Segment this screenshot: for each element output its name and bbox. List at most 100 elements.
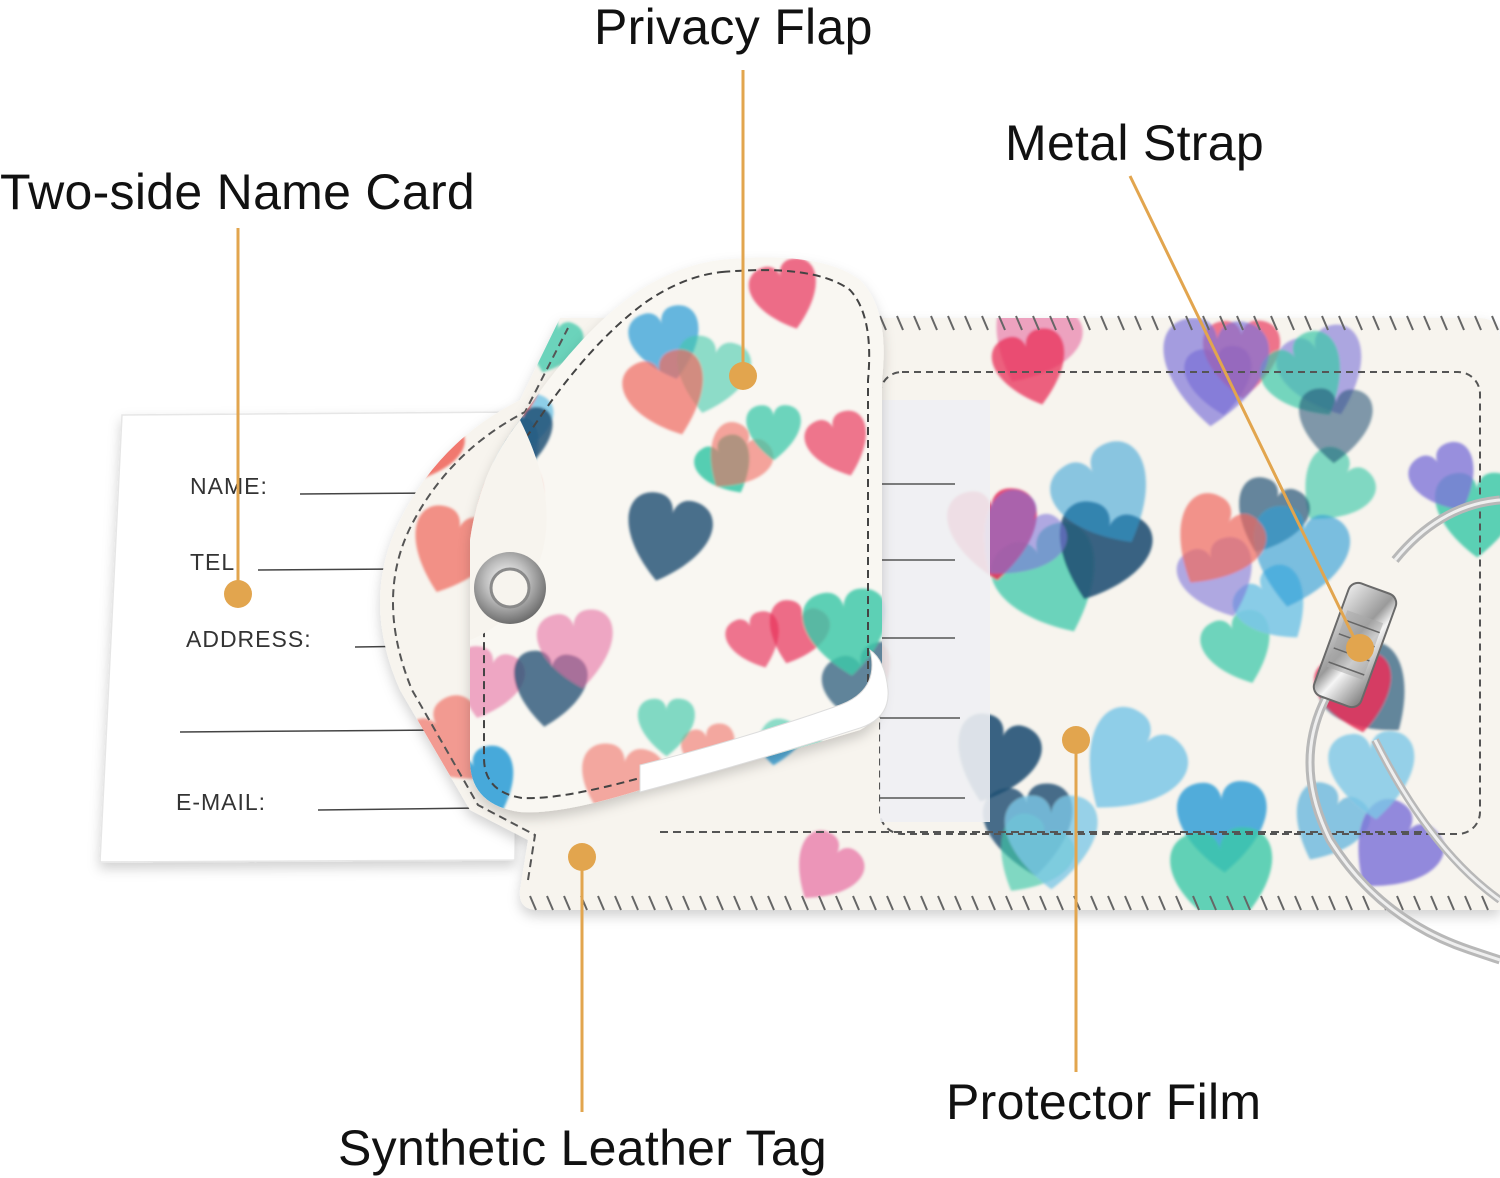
- stitch-mark: [1321, 315, 1329, 331]
- heart-shape: [748, 258, 816, 329]
- stitch-mark: [1219, 315, 1227, 331]
- stitch-mark: [1287, 315, 1295, 331]
- stitch-mark: [1362, 895, 1370, 911]
- stitch-mark: [716, 895, 724, 911]
- heart-shape: [516, 257, 598, 295]
- stitch-mark: [733, 895, 741, 911]
- heart-shape: [1050, 441, 1146, 542]
- stitch-mark: [869, 895, 877, 911]
- stitch-mark: [896, 315, 904, 331]
- stitch-mark: [988, 895, 996, 911]
- stitch-mark: [750, 895, 758, 911]
- callout-leaders: [224, 70, 1374, 1112]
- stitch-mark: [1209, 895, 1217, 911]
- heart-shape: [991, 328, 1065, 405]
- stitch-mark: [1413, 895, 1421, 911]
- stitch-mark: [1481, 895, 1489, 911]
- heart-shape: [536, 609, 613, 689]
- heart-shape: [1200, 610, 1270, 683]
- stitch-mark: [1236, 315, 1244, 331]
- heart-shape: [711, 421, 774, 487]
- dot-leather-tag: [568, 843, 596, 871]
- stitch-mark: [1338, 315, 1346, 331]
- stitch-mark: [1124, 895, 1132, 911]
- stitch-mark: [835, 895, 843, 911]
- stitch-mark: [1253, 315, 1261, 331]
- stitch-mark: [1005, 895, 1013, 911]
- stitch-mark: [1389, 315, 1397, 331]
- grommet: [474, 552, 546, 624]
- stitch-mark: [1243, 895, 1251, 911]
- stitch-mark: [1457, 315, 1465, 331]
- stitch-mark: [648, 895, 656, 911]
- stitch-mark: [1039, 895, 1047, 911]
- stitch-mark: [1100, 315, 1108, 331]
- stitch-mark: [1185, 315, 1193, 331]
- stitch-mark: [879, 315, 887, 331]
- stitch-mark: [920, 895, 928, 911]
- stitch-mark: [1090, 895, 1098, 911]
- heart-shape: [1408, 441, 1474, 511]
- stitch-mark: [1134, 315, 1142, 331]
- heart-shape: [1358, 798, 1444, 886]
- dot-privacy-flap: [729, 362, 757, 390]
- field-label-address: ADDRESS:: [186, 626, 312, 652]
- leader-metal-strap: [1128, 175, 1360, 647]
- stitch-mark: [1491, 315, 1499, 331]
- stitch-mark: [1107, 895, 1115, 911]
- heart-shape: [502, 257, 582, 303]
- stitch-mark: [1355, 315, 1363, 331]
- stitch-mark: [1304, 315, 1312, 331]
- heart-shape: [638, 698, 695, 757]
- callout-privacy-flap: Privacy Flap: [594, 0, 873, 55]
- field-label-tel: TEL:: [190, 549, 243, 575]
- stitch-mark: [1168, 315, 1176, 331]
- stitch-mark: [682, 895, 690, 911]
- stitch-mark: [1406, 315, 1414, 331]
- dot-name-card: [224, 580, 252, 608]
- stitch-mark: [1151, 315, 1159, 331]
- stitch-mark: [1141, 895, 1149, 911]
- stitch-mark: [1345, 895, 1353, 911]
- stitch-mark: [852, 895, 860, 911]
- stitch-mark: [1270, 315, 1278, 331]
- stitch-mark: [937, 895, 945, 911]
- heart-shape: [1089, 706, 1189, 808]
- stitch-mark: [699, 895, 707, 911]
- heart-shape: [1328, 731, 1415, 820]
- stitch-mark: [563, 895, 571, 911]
- heart-shape: [799, 830, 865, 898]
- stitch-mark: [1372, 315, 1380, 331]
- stitch-mark: [529, 895, 537, 911]
- stitch-mark: [964, 315, 972, 331]
- callout-name-card: Two-side Name Card: [0, 164, 476, 220]
- stitch-mark: [1032, 315, 1040, 331]
- field-label-name: NAME:: [190, 473, 268, 499]
- stitch-mark: [954, 895, 962, 911]
- stitch-mark: [981, 315, 989, 331]
- stitch-mark: [1474, 315, 1482, 331]
- callout-leather-tag: Synthetic Leather Tag: [338, 1120, 828, 1176]
- flap-stitching: [483, 269, 871, 800]
- heart-shape: [725, 611, 779, 668]
- stitch-mark: [665, 895, 673, 911]
- stitch-mark: [1294, 895, 1302, 911]
- stitch-mark: [1464, 895, 1472, 911]
- stitch-mark: [1022, 895, 1030, 911]
- heart-shape: [470, 646, 526, 718]
- heart-shape: [1004, 795, 1098, 890]
- stitch-mark: [1328, 895, 1336, 911]
- flap-curl: [639, 648, 889, 793]
- stitch-mark: [1311, 895, 1319, 911]
- heart-shape: [470, 320, 526, 384]
- stitch-mark: [1056, 895, 1064, 911]
- stitch-mark: [1083, 315, 1091, 331]
- stitch-mark: [1175, 895, 1183, 911]
- heart-shape: [804, 410, 866, 476]
- stitch-mark: [1192, 895, 1200, 911]
- stitch-mark: [1158, 895, 1166, 911]
- stitch-mark: [597, 895, 605, 911]
- stitch-mark: [1066, 315, 1074, 331]
- stitch-mark: [1260, 895, 1268, 911]
- stitch-mark: [614, 895, 622, 911]
